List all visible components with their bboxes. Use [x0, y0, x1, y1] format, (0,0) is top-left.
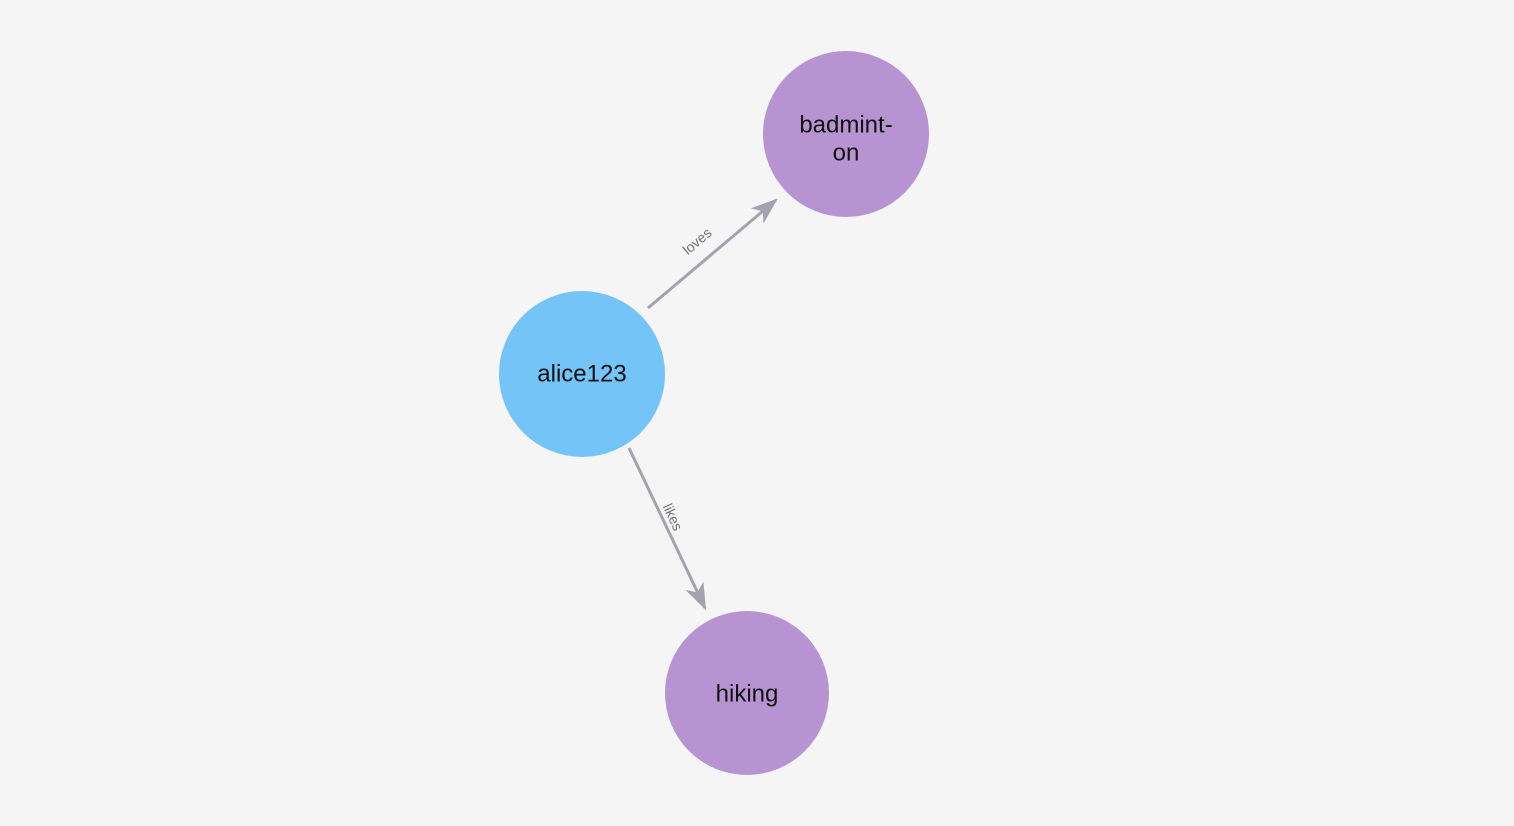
node-hiking[interactable]: hiking	[665, 611, 829, 775]
edge-line-loves[interactable]	[647, 198, 778, 310]
node-alice123[interactable]: alice123	[499, 291, 665, 457]
edge-label-loves: loves	[679, 224, 714, 257]
edge-line-likes[interactable]	[627, 447, 707, 611]
node-circle-hiking[interactable]	[665, 611, 829, 775]
edge-alice123-likes-hiking[interactable]: likes	[627, 447, 707, 611]
node-circle-badminton[interactable]	[763, 51, 929, 217]
edge-label-likes: likes	[660, 501, 686, 533]
node-badminton[interactable]: badmint- on	[763, 51, 929, 217]
nodes-layer: alice123 badmint- on hiking	[499, 51, 929, 775]
edge-alice123-loves-badminton[interactable]: loves	[647, 198, 778, 310]
node-circle-alice123[interactable]	[499, 291, 665, 457]
